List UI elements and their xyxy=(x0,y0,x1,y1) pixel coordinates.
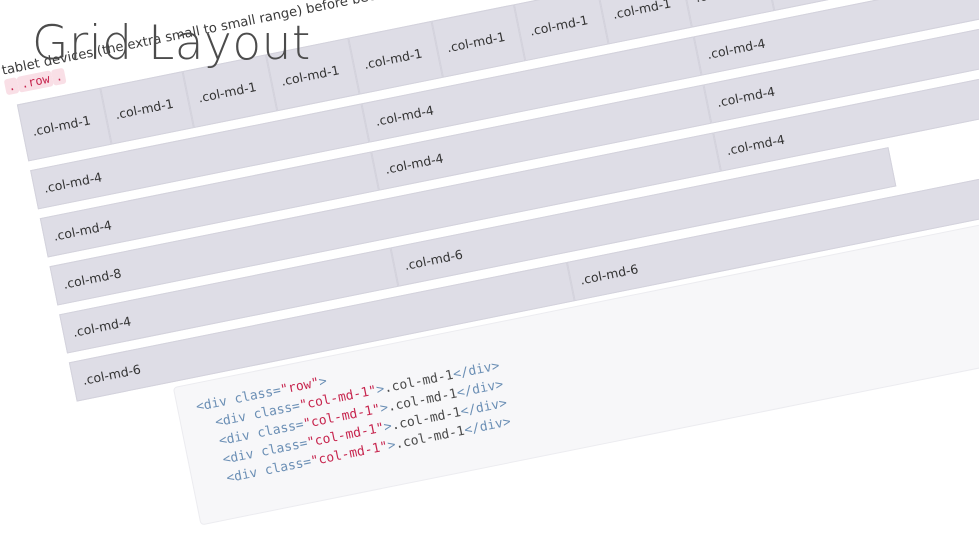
grid-cell: .col-md-1 xyxy=(348,20,443,95)
grid-cell: .col-md-1 xyxy=(99,71,195,145)
page-title: Grid Layout xyxy=(32,16,311,71)
grid-cell: .col-md-1 xyxy=(431,4,526,78)
code-tag-close: > xyxy=(317,373,329,391)
grid-cell: .col-md-1 xyxy=(16,87,112,162)
grid-cell: .col-md-1 xyxy=(597,0,692,45)
grid-cell: .col-md-1 xyxy=(514,0,609,62)
